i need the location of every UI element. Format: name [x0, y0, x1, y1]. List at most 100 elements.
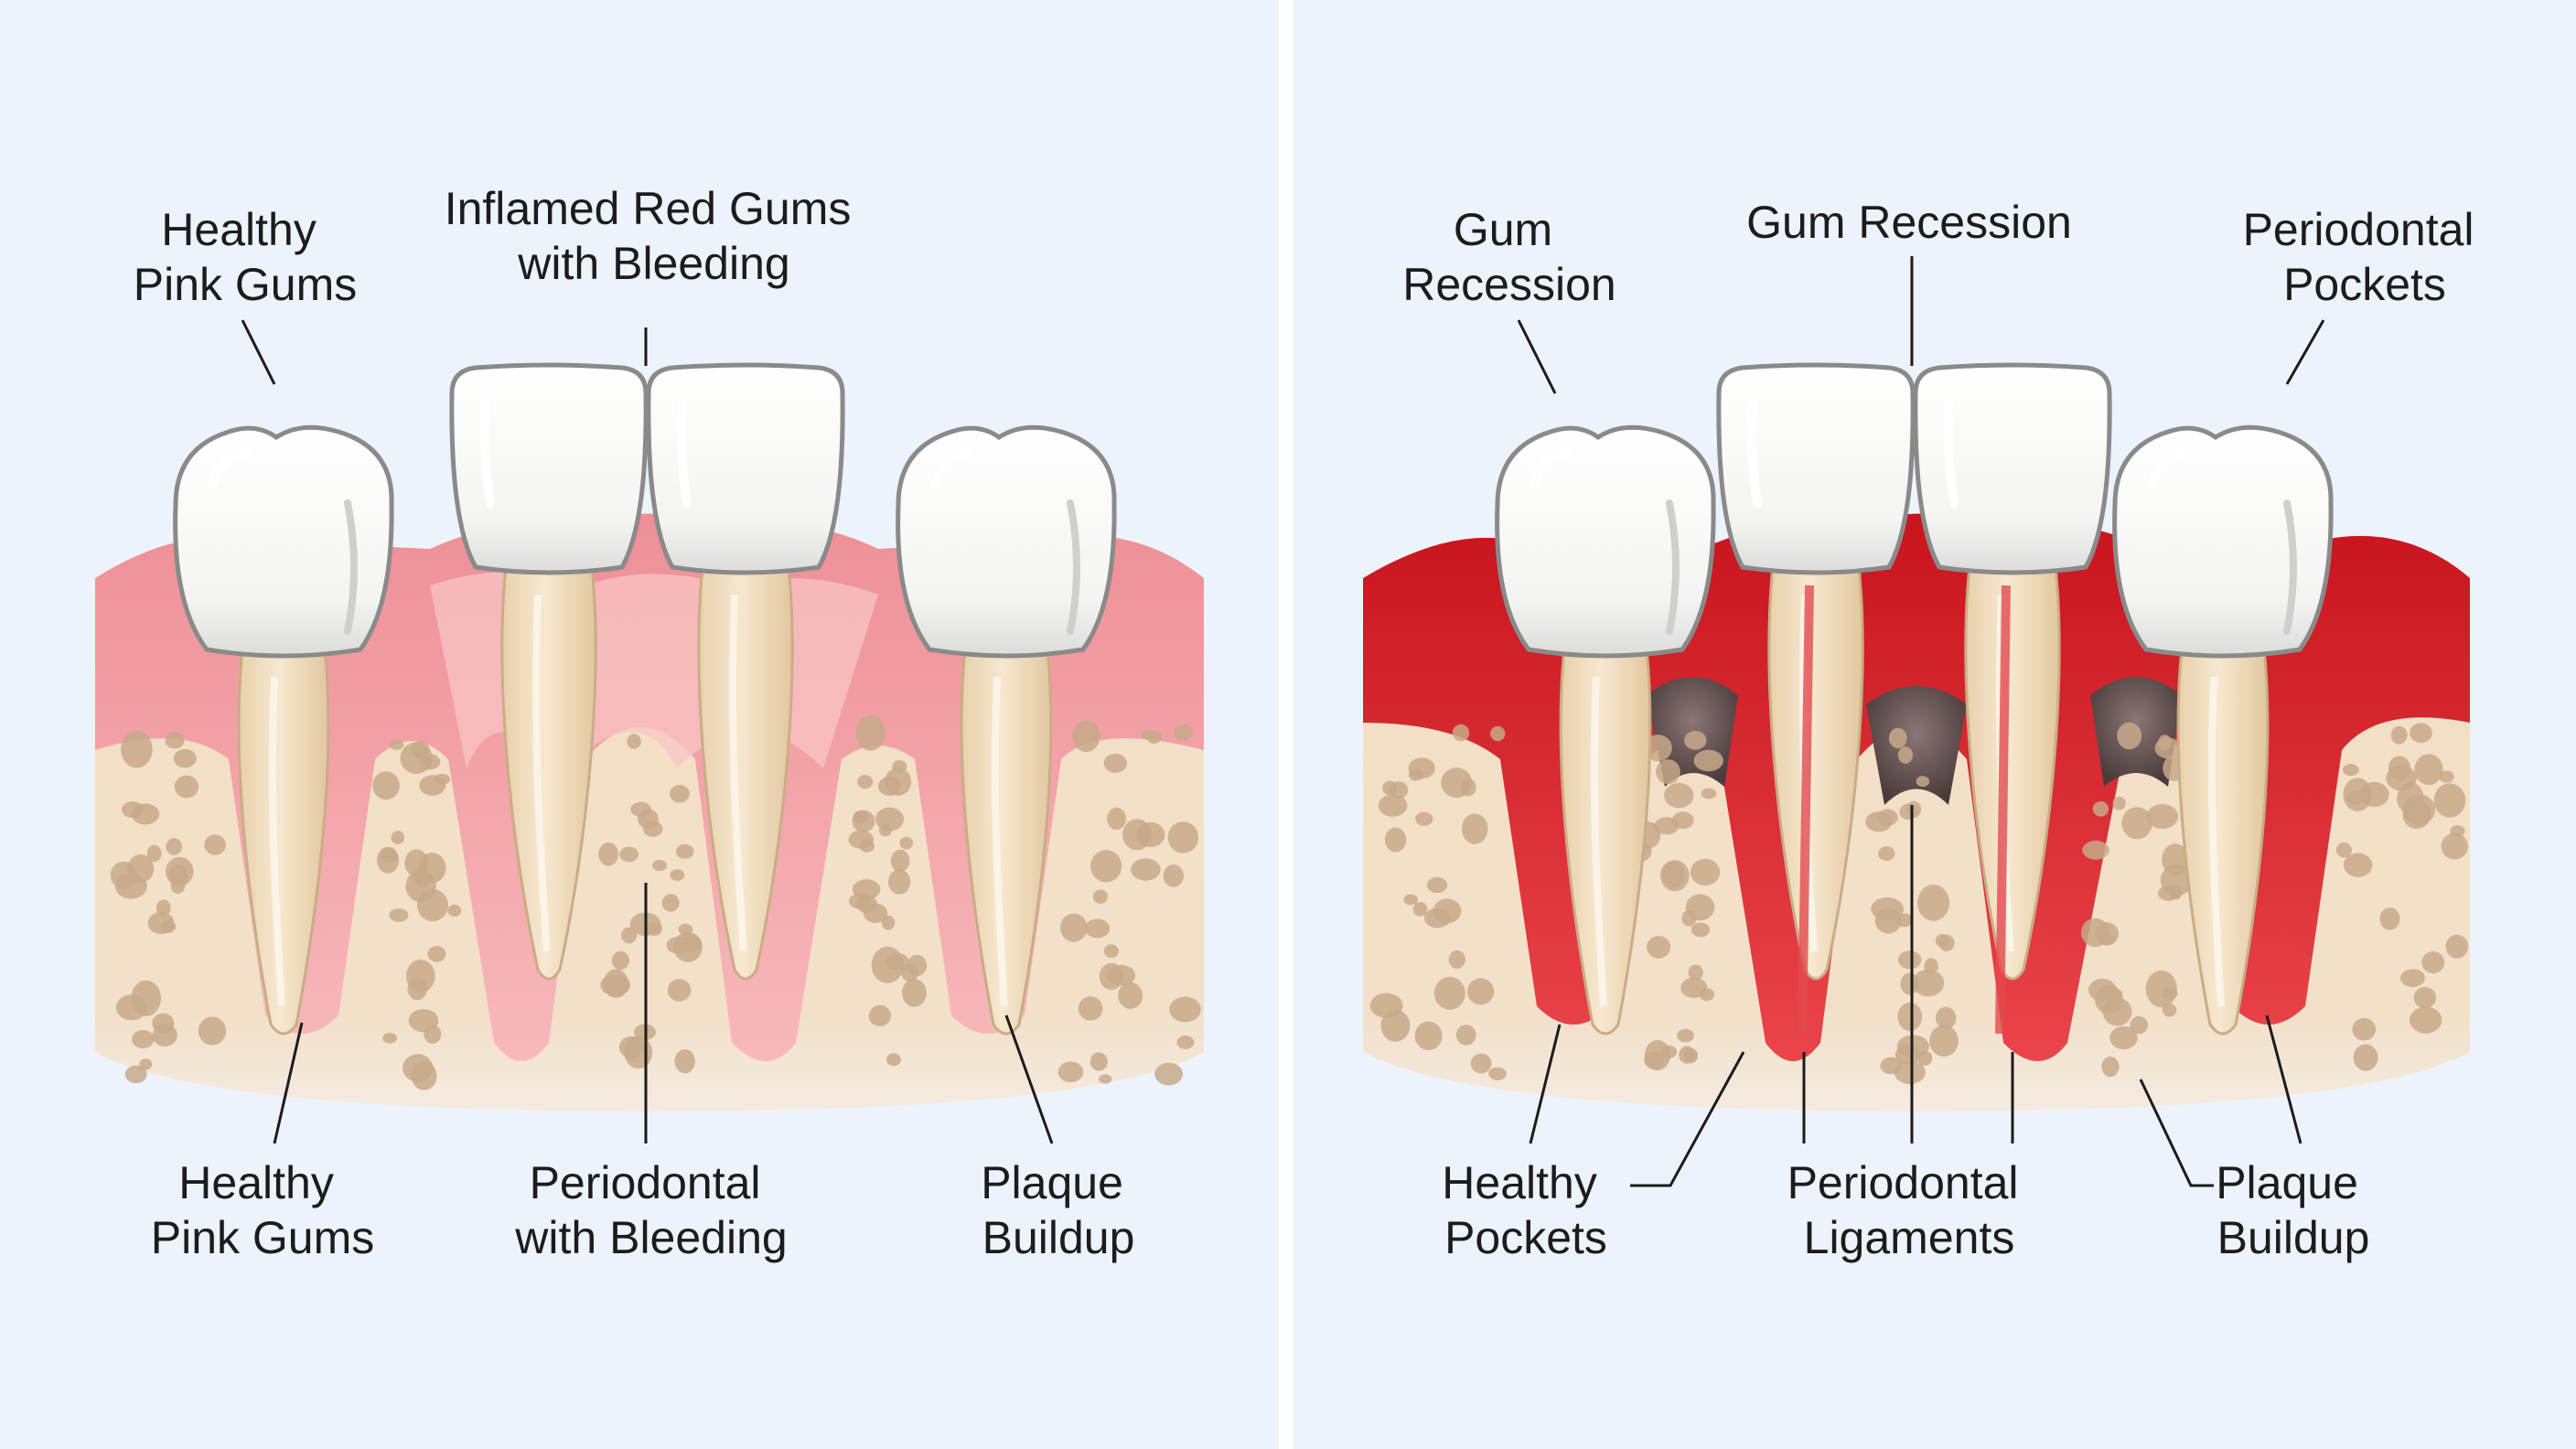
leader-lines [241, 256, 2325, 1187]
bone-pore [1878, 846, 1895, 861]
bone-pore [2445, 934, 2469, 959]
bone-pore [1888, 727, 1907, 749]
panel-divider [1279, 0, 1293, 1449]
bone-pore [661, 894, 680, 912]
bone-pore [603, 969, 628, 998]
bone-pore [1084, 918, 1111, 939]
bone-pore [382, 1033, 398, 1044]
bone-pore [1645, 1039, 1670, 1071]
bone-pore [1912, 969, 1945, 997]
bone-pore [174, 775, 199, 799]
bone-pore [1403, 894, 1418, 906]
bone-pore [389, 908, 409, 922]
bone-pore [408, 1009, 439, 1033]
bone-pore [2162, 987, 2178, 1001]
bone-pore [124, 1065, 147, 1084]
bone-pore [630, 801, 651, 817]
bone-pore [405, 870, 436, 903]
leader-right-top-1 [1517, 319, 1557, 394]
bone-pore [1154, 1062, 1184, 1086]
bone-pore [1378, 794, 1408, 817]
bone-pore [2109, 1025, 2138, 1050]
bone-pore [2390, 725, 2408, 745]
bone-pore [642, 821, 663, 837]
bone-pore [2379, 907, 2400, 930]
bone-pore [1684, 1047, 1699, 1064]
bone-pore [1690, 922, 1711, 938]
bone-pore [676, 843, 694, 859]
bone-pore [1917, 885, 1950, 921]
bone-pore [2088, 978, 2117, 1002]
right-root-streak-1 [1798, 585, 1814, 1035]
bone-pore [1452, 724, 1470, 742]
bone-pore [2342, 764, 2359, 777]
left-gum [95, 513, 1204, 1061]
bone-pore [2397, 782, 2424, 814]
bone-pore [406, 960, 435, 993]
bone-pore [857, 775, 874, 789]
label-right-bottom-periodontal-ligaments: Periodontal Ligaments [1787, 1157, 2032, 1263]
bone-pore [1894, 1045, 1922, 1065]
bone-pore [670, 785, 690, 803]
label-right-bottom-plaque: Plaque Buildup [2216, 1157, 2371, 1263]
bone-pore [878, 824, 892, 837]
bone-pore [2169, 885, 2183, 900]
bone-pore [666, 937, 691, 954]
bone-pore [1384, 827, 1407, 853]
bone-pore [2421, 951, 2445, 974]
bone-pore [121, 730, 153, 768]
bone-pore [2162, 1004, 2177, 1017]
bone-pore [1089, 1052, 1108, 1071]
label-right-top-gum-recession-1: Gum Recession [1402, 204, 1615, 310]
bone-pore [899, 836, 913, 850]
bone-pore [875, 807, 905, 832]
bone-pore [1488, 1067, 1507, 1081]
left-bone-pores [110, 714, 1201, 1090]
bone-pore [400, 742, 433, 774]
bone-pore [1072, 720, 1100, 753]
bone-pore [2399, 969, 2425, 987]
bone-pore [2335, 842, 2353, 858]
bone-pore [1380, 1009, 1411, 1042]
left-panel [95, 365, 1204, 1111]
right-root-streak-2 [1995, 585, 2011, 1035]
bone-pore [2130, 1015, 2149, 1035]
bone-pore [1647, 936, 1671, 959]
bone-pore [165, 731, 185, 749]
bone-pore [885, 767, 912, 796]
bone-pore [2410, 723, 2432, 744]
bone-pore [1467, 978, 1495, 1005]
bone-pore [1415, 811, 1433, 826]
bone-pore [1871, 897, 1904, 921]
bone-pore [173, 748, 197, 768]
bone-pore [2433, 783, 2466, 818]
bone-pore [1090, 850, 1122, 883]
bone-pore [2082, 840, 2109, 860]
bone-pore [1414, 1021, 1443, 1051]
bone-pore [2353, 1044, 2378, 1071]
bone-pore [1938, 934, 1955, 952]
bone-pore [598, 842, 618, 866]
bone-pore [2102, 997, 2132, 1026]
bone-pore [139, 1058, 153, 1070]
bone-pore [146, 844, 162, 863]
bone-pore [1433, 898, 1462, 924]
bone-pore [156, 899, 171, 917]
leader-left-bottom-3 [1004, 1014, 1054, 1144]
bone-pore [1661, 861, 1685, 888]
bone-pore [166, 856, 194, 886]
bone-pore [2121, 807, 2152, 840]
bone-pore [859, 839, 875, 853]
right-pocket-2 [1866, 686, 1967, 805]
bone-pore [1382, 780, 1398, 796]
bone-pore [1146, 730, 1162, 744]
bone-pore [1688, 964, 1703, 981]
bone-pore [652, 859, 667, 872]
bone-pore [2352, 1017, 2377, 1041]
bone-pore [166, 838, 182, 855]
bone-pore [204, 834, 226, 855]
bone-pore [2439, 770, 2454, 783]
right-bone-pores [1369, 722, 2469, 1085]
bone-pore [1461, 813, 1488, 844]
